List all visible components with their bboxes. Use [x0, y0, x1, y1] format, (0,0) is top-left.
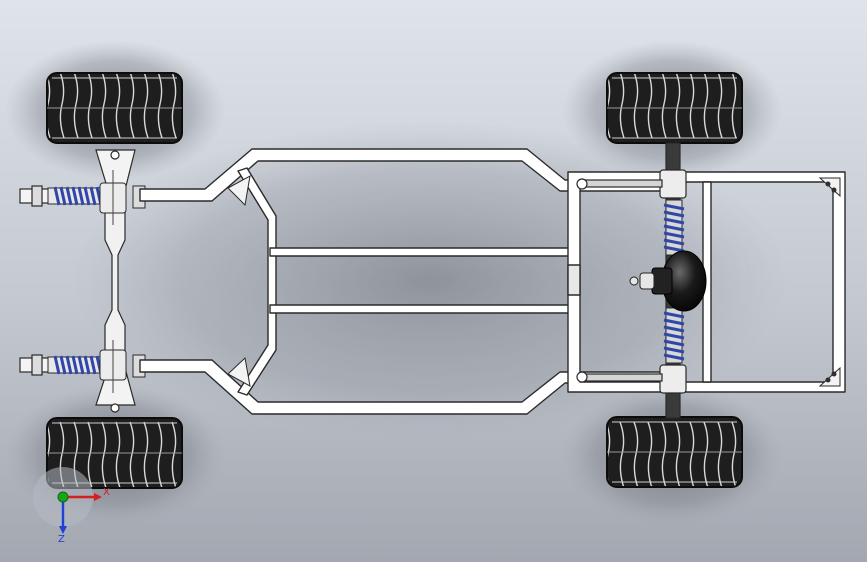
axis-triad: X Z [33, 467, 110, 545]
z-axis-label: Z [58, 534, 65, 545]
rear-coil-spring-lower [663, 307, 685, 364]
rear-coil-spring-upper [663, 199, 685, 256]
front-coil-spring-left [47, 186, 109, 206]
tire-front-right [606, 72, 743, 144]
frame-gussets [227, 175, 841, 387]
tire-front-left [46, 72, 183, 144]
x-axis-label: X [103, 487, 110, 498]
differential [629, 250, 707, 312]
front-coil-spring-right [47, 355, 109, 375]
y-axis-dot [57, 491, 69, 503]
front-uprights [99, 170, 146, 393]
tire-rear-right [606, 416, 743, 488]
tire-rear-left [46, 417, 183, 489]
